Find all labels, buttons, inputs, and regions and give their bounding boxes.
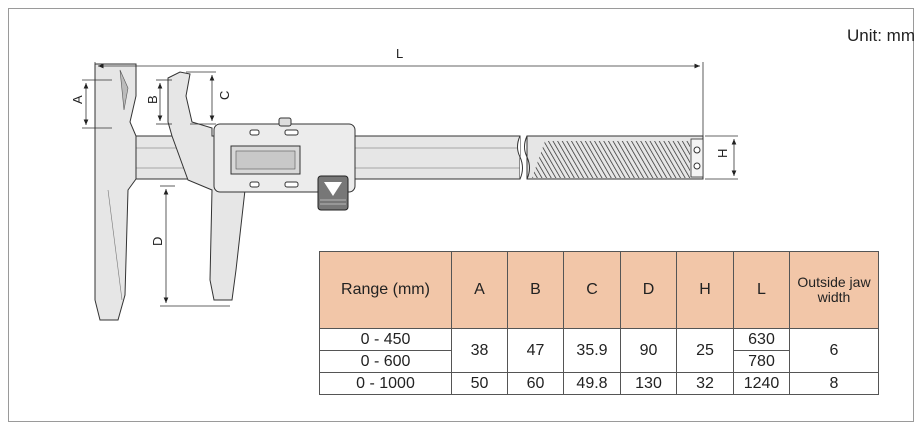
- table-row: 0 - 600 780: [319, 350, 879, 373]
- cell-a: 50: [451, 372, 508, 395]
- cell-l: 780: [733, 350, 790, 373]
- header-b: B: [507, 251, 564, 329]
- dimension-a: [82, 79, 112, 129]
- slider-body: [213, 117, 356, 211]
- label-b: B: [145, 95, 160, 104]
- cell-range: 0 - 1000: [319, 372, 452, 395]
- caliper-beam: [94, 135, 704, 180]
- header-d: D: [620, 251, 677, 329]
- label-d: D: [150, 237, 165, 246]
- cell-h: 25: [676, 328, 734, 373]
- table-row: 0 - 1000 50 60 49.8 130 32 1240 8: [319, 372, 879, 395]
- header-range: Range (mm): [319, 251, 452, 329]
- cell-c: 35.9: [563, 328, 621, 373]
- cell-l: 630: [733, 328, 790, 351]
- cell-d: 130: [620, 372, 677, 395]
- unit-note: Unit: mm: [847, 26, 915, 45]
- label-l: L: [396, 46, 403, 61]
- header-h: H: [676, 251, 734, 329]
- dimension-h: [705, 135, 738, 180]
- fixed-jaw: [94, 63, 137, 321]
- table-row: 0 - 450 38 47 35.9 90 25 630 6: [319, 328, 879, 373]
- header-a: A: [451, 251, 508, 329]
- label-a: A: [70, 95, 85, 104]
- cell-c: 49.8: [563, 372, 621, 395]
- header-l: L: [733, 251, 790, 329]
- header-outside-jaw-width: Outside jaw width: [789, 251, 879, 329]
- cell-l: 1240: [733, 372, 790, 395]
- label-h: H: [715, 149, 730, 158]
- cell-b: 60: [507, 372, 564, 395]
- cell-range: 0 - 600: [319, 350, 452, 373]
- cell-b: 47: [507, 328, 564, 373]
- cell-width: 6: [789, 328, 879, 373]
- dimension-c: [186, 71, 216, 125]
- dimension-b: [156, 79, 172, 125]
- cell-d: 90: [620, 328, 677, 373]
- cell-a: 38: [451, 328, 508, 373]
- cell-range: 0 - 450: [319, 328, 452, 351]
- dimension-d: [160, 185, 230, 307]
- spec-table: Range (mm) A B C D H L Outside jaw width…: [319, 251, 879, 395]
- cell-width: 8: [789, 372, 879, 395]
- table-header-row: Range (mm) A B C D H L Outside jaw width: [319, 251, 879, 329]
- header-c: C: [563, 251, 621, 329]
- dimension-l: [94, 62, 704, 136]
- cell-h: 32: [676, 372, 734, 395]
- label-c: C: [217, 91, 232, 100]
